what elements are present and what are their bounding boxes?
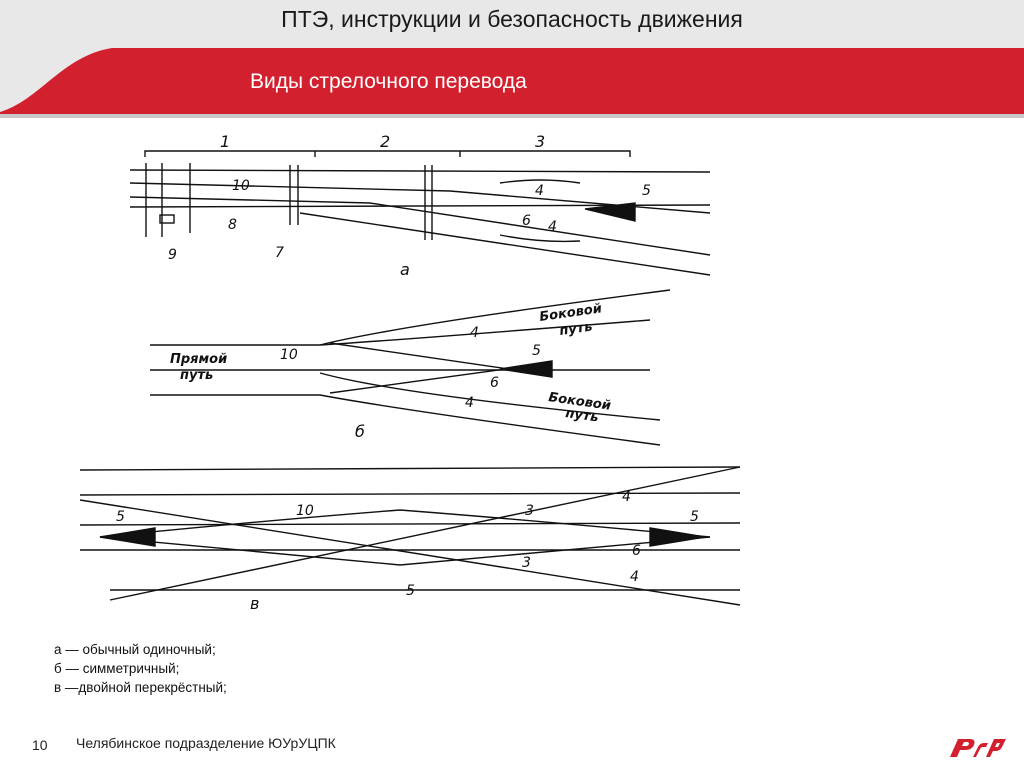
diagram-a-label-4-bottom: 4 bbox=[548, 219, 557, 235]
switch-diagram: 1 2 3 10 8 9 7 4 5 6 4 а Прямой путь bbox=[70, 125, 770, 625]
diagram-v-label-10: 10 bbox=[296, 503, 314, 519]
diagram-b-caption: б bbox=[355, 422, 365, 441]
diagram-a: 1 2 3 10 8 9 7 4 5 6 4 а bbox=[129, 132, 711, 279]
diagram-b-label-5: 5 bbox=[532, 343, 541, 359]
diagram-a-label-8: 8 bbox=[228, 217, 237, 233]
diagram-a-section-2: 2 bbox=[380, 132, 390, 151]
section-title: Виды стрелочного перевода bbox=[250, 70, 527, 93]
diagram-v: 5 10 3 4 5 6 3 5 4 в bbox=[79, 466, 741, 613]
diagram-b-side-bottom-word-2: путь bbox=[564, 406, 599, 425]
diagram-b-straight-word-2: путь bbox=[180, 368, 213, 383]
diagram-a-label-9: 9 bbox=[168, 247, 177, 263]
diagram-b-straight-word-1: Прямой bbox=[170, 352, 227, 367]
legend: а — обычный одиночный; б — симметричный;… bbox=[54, 640, 227, 697]
diagram-v-label-5-bottom: 5 bbox=[406, 583, 415, 599]
legend-item-a: а — обычный одиночный; bbox=[54, 642, 216, 657]
diagram-b-label-4-bottom: 4 bbox=[465, 395, 474, 411]
diagram-a-label-6: 6 bbox=[522, 213, 531, 229]
diagram-a-section-3: 3 bbox=[535, 132, 545, 151]
diagram-a-section-1: 1 bbox=[220, 132, 230, 151]
page-number: 10 bbox=[32, 737, 48, 753]
diagram-b-side-top-word-2: путь bbox=[558, 319, 593, 338]
diagram-a-label-7: 7 bbox=[275, 245, 284, 261]
header-background bbox=[0, 0, 1024, 118]
diagram-a-caption: а bbox=[400, 260, 410, 279]
diagram-v-label-4-top: 4 bbox=[622, 489, 631, 505]
header-bar: ПТЭ, инструкции и безопасность движения … bbox=[0, 0, 1024, 118]
diagram-b: Прямой путь Боковой путь Боковой путь 10… bbox=[150, 289, 671, 446]
diagram-v-label-5-left: 5 bbox=[116, 509, 125, 525]
legend-item-b: б — симметричный; bbox=[54, 661, 180, 676]
organization-name: Челябинское подразделение ЮУрУЦПК bbox=[76, 735, 336, 751]
diagram-a-label-4-top: 4 bbox=[535, 183, 544, 199]
diagram-b-label-4-top: 4 bbox=[470, 325, 479, 341]
diagram-b-label-10: 10 bbox=[280, 347, 298, 363]
rzd-logo-icon bbox=[946, 733, 1010, 761]
page-title: ПТЭ, инструкции и безопасность движения bbox=[281, 6, 743, 32]
diagram-v-label-5-right: 5 bbox=[690, 509, 699, 525]
legend-item-v: в —двойной перекрёстный; bbox=[54, 680, 227, 695]
diagram-b-label-6: 6 bbox=[490, 375, 499, 391]
diagram-v-label-4-bottom: 4 bbox=[630, 569, 639, 585]
diagram-v-label-3-top: 3 bbox=[525, 503, 534, 519]
diagram-a-label-10: 10 bbox=[232, 178, 250, 194]
diagram-v-label-3-bottom: 3 bbox=[522, 555, 531, 571]
diagram-v-caption: в bbox=[250, 594, 259, 613]
diagram-v-label-6: 6 bbox=[632, 543, 641, 559]
diagram-a-label-5: 5 bbox=[642, 183, 651, 199]
